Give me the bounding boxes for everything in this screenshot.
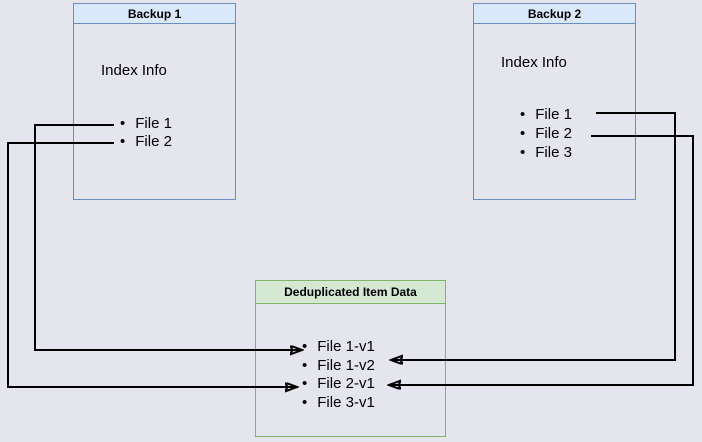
list-item-label: File 3 bbox=[535, 144, 572, 161]
list-item-label: File 3-v1 bbox=[317, 393, 375, 411]
bullet-icon: • bbox=[120, 115, 126, 132]
backup2-file-list: • File 1 • File 2 • File 3 bbox=[520, 105, 572, 162]
backup1-title: Backup 1 bbox=[74, 4, 235, 24]
list-item-label: File 1-v1 bbox=[317, 338, 375, 355]
list-item-label: File 2 bbox=[535, 125, 572, 142]
bullet-icon: • bbox=[302, 375, 308, 392]
backup1-index-info-label: Index Info bbox=[101, 62, 167, 79]
list-item: • File 3 bbox=[520, 143, 572, 162]
list-item-label: File 1 bbox=[135, 115, 172, 132]
list-item-label: File 2-v1 bbox=[317, 375, 375, 392]
list-item-label: File 1-v2 bbox=[317, 356, 375, 374]
list-item: • File 3-v1 bbox=[302, 394, 375, 413]
list-item: • File 1-v2 bbox=[302, 357, 375, 376]
backup2-index-info-label: Index Info bbox=[501, 54, 567, 71]
list-item: • File 2 bbox=[120, 133, 172, 151]
list-item: • File 1 bbox=[520, 105, 572, 124]
list-item-label: File 2 bbox=[135, 133, 172, 150]
list-item: • File 2-v1 bbox=[302, 375, 375, 394]
list-item: • File 2 bbox=[520, 124, 572, 143]
bullet-icon: • bbox=[120, 133, 126, 150]
bullet-icon: • bbox=[302, 338, 308, 355]
backup2-box: Backup 2 Index Info • File 1 • File 2 • … bbox=[473, 3, 636, 200]
bullet-icon: • bbox=[520, 144, 526, 161]
bullet-icon: • bbox=[302, 356, 308, 374]
bullet-icon: • bbox=[520, 106, 526, 123]
dedup-item-list: • File 1-v1 • File 1-v2 • File 2-v1 • Fi… bbox=[302, 338, 375, 412]
bullet-icon: • bbox=[520, 125, 526, 142]
list-item-label: File 1 bbox=[535, 106, 572, 123]
dedup-box: Deduplicated Item Data • File 1-v1 • Fil… bbox=[255, 280, 446, 437]
list-item: • File 1 bbox=[120, 115, 172, 133]
bullet-icon: • bbox=[302, 393, 308, 411]
dedup-title: Deduplicated Item Data bbox=[256, 281, 445, 304]
backup1-box: Backup 1 Index Info • File 1 • File 2 bbox=[73, 3, 236, 200]
list-item: • File 1-v1 bbox=[302, 338, 375, 357]
backup1-file-list: • File 1 • File 2 bbox=[120, 115, 172, 151]
backup2-title: Backup 2 bbox=[474, 4, 635, 24]
